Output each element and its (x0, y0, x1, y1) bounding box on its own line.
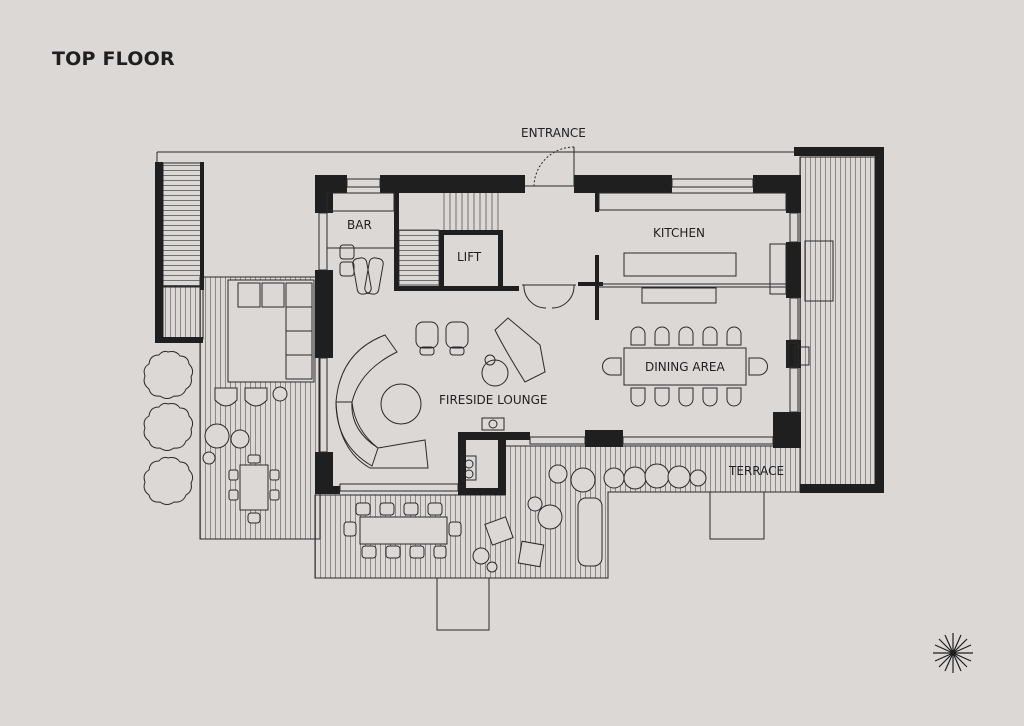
south-terrace-furniture (343, 463, 707, 573)
stair-rail (443, 193, 499, 230)
interior-stair (398, 229, 440, 286)
east-terrace-wall (794, 147, 884, 493)
west-stair (155, 151, 795, 343)
bar-counter (326, 192, 395, 295)
label-lift: LIFT (457, 250, 482, 264)
entrance-door[interactable] (525, 146, 575, 187)
label-dining-area: DINING AREA (645, 360, 726, 374)
label-terrace: TERRACE (728, 464, 784, 478)
lounge-furniture (335, 317, 546, 481)
label-fireside-lounge: FIRESIDE LOUNGE (439, 393, 548, 407)
trees (143, 350, 194, 505)
kitchen-fittings (598, 192, 834, 368)
dining-table (602, 326, 768, 407)
interior-double-door[interactable] (522, 284, 576, 309)
page-title: TOP FLOOR (52, 48, 175, 70)
west-terrace-furniture (202, 279, 315, 524)
label-kitchen: KITCHEN (653, 226, 705, 240)
interior-walls (394, 192, 603, 320)
windows (318, 178, 799, 492)
label-bar: BAR (347, 218, 372, 232)
compass-star-icon (933, 633, 973, 673)
label-entrance: ENTRANCE (521, 126, 586, 140)
